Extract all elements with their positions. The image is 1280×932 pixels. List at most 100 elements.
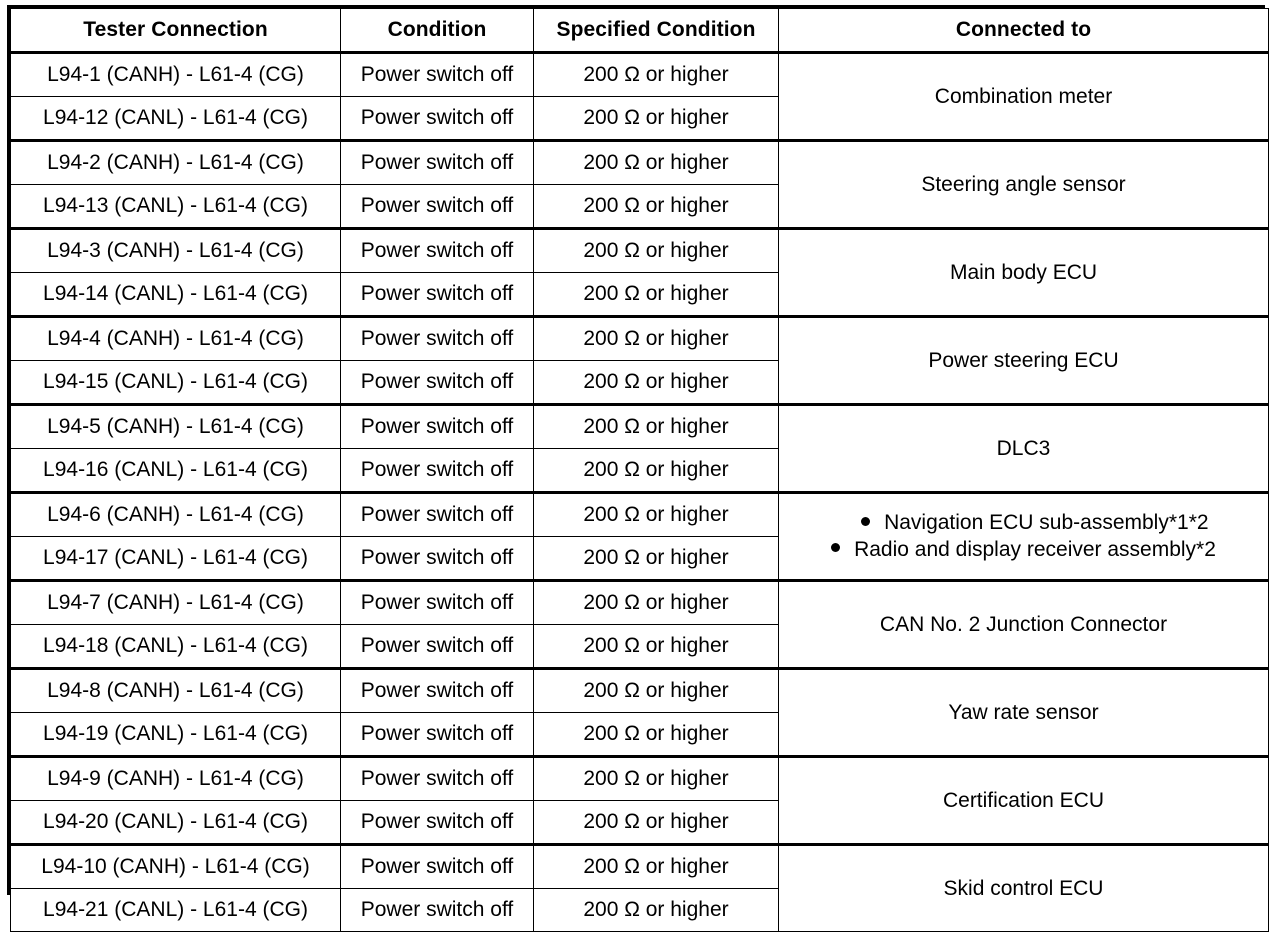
cell-specified-condition: 200 Ω or higher: [533, 536, 779, 581]
cell-tester-connection: L94-20 (CANL) - L61-4 (CG): [10, 800, 341, 845]
table-row: L94-7 (CANH) - L61-4 (CG)Power switch of…: [10, 579, 1269, 669]
list-item: Radio and display receiver assembly*2: [831, 537, 1216, 564]
table-row: L94-5 (CANH) - L61-4 (CG)Power switch of…: [10, 403, 1269, 493]
cell-tester-connection: L94-14 (CANL) - L61-4 (CG): [10, 272, 341, 317]
cell-tester-connection: L94-18 (CANL) - L61-4 (CG): [10, 624, 341, 669]
table-row: L94-18 (CANL) - L61-4 (CG)Power switch o…: [10, 624, 1269, 669]
table-row: L94-9 (CANH) - L61-4 (CG)Power switch of…: [10, 755, 1269, 845]
cell-specified-condition: 200 Ω or higher: [533, 667, 779, 713]
table-row: L94-4 (CANH) - L61-4 (CG)Power switch of…: [10, 315, 1269, 405]
cell-tester-connection: L94-17 (CANL) - L61-4 (CG): [10, 536, 341, 581]
cell-specified-condition: 200 Ω or higher: [533, 360, 779, 405]
cell-condition: Power switch off: [340, 96, 534, 141]
cell-tester-connection: L94-3 (CANH) - L61-4 (CG): [10, 227, 341, 273]
cell-connected-to: Combination meter: [778, 51, 1269, 141]
cell-specified-condition: 200 Ω or higher: [533, 51, 779, 97]
table-row: L94-6 (CANH) - L61-4 (CG)Power switch of…: [10, 491, 1269, 581]
cell-condition: Power switch off: [340, 491, 534, 537]
cell-tester-connection: L94-8 (CANH) - L61-4 (CG): [10, 667, 341, 713]
table-row: L94-12 (CANL) - L61-4 (CG)Power switch o…: [10, 96, 1269, 141]
table-row: L94-16 (CANL) - L61-4 (CG)Power switch o…: [10, 448, 1269, 493]
cell-tester-connection: L94-5 (CANH) - L61-4 (CG): [10, 403, 341, 449]
cell-specified-condition: 200 Ω or higher: [533, 800, 779, 845]
cell-specified-condition: 200 Ω or higher: [533, 624, 779, 669]
cell-condition: Power switch off: [340, 403, 534, 449]
cell-specified-condition: 200 Ω or higher: [533, 139, 779, 185]
list-item-label: Navigation ECU sub-assembly*1*2: [884, 510, 1209, 534]
cell-specified-condition: 200 Ω or higher: [533, 712, 779, 757]
table-row: L94-14 (CANL) - L61-4 (CG)Power switch o…: [10, 272, 1269, 317]
table-row: L94-20 (CANL) - L61-4 (CG)Power switch o…: [10, 800, 1269, 845]
table-row: L94-8 (CANH) - L61-4 (CG)Power switch of…: [10, 667, 1269, 757]
connected-to-label: Steering angle sensor: [921, 172, 1126, 196]
cell-specified-condition: 200 Ω or higher: [533, 96, 779, 141]
table-row: L94-15 (CANL) - L61-4 (CG)Power switch o…: [10, 360, 1269, 405]
cell-condition: Power switch off: [340, 667, 534, 713]
table-row: L94-1 (CANH) - L61-4 (CG)Power switch of…: [10, 51, 1269, 141]
cell-tester-connection: L94-7 (CANH) - L61-4 (CG): [10, 579, 341, 625]
cell-specified-condition: 200 Ω or higher: [533, 755, 779, 801]
cell-condition: Power switch off: [340, 227, 534, 273]
cell-condition: Power switch off: [340, 712, 534, 757]
cell-condition: Power switch off: [340, 755, 534, 801]
table-head: Tester Connection Condition Specified Co…: [10, 8, 1269, 54]
cell-specified-condition: 200 Ω or higher: [533, 315, 779, 361]
cell-specified-condition: 200 Ω or higher: [533, 448, 779, 493]
table-row: L94-3 (CANH) - L61-4 (CG)Power switch of…: [10, 227, 1269, 317]
spec-table-container: Tester Connection Condition Specified Co…: [7, 5, 1269, 932]
cell-specified-condition: 200 Ω or higher: [533, 888, 779, 932]
cell-specified-condition: 200 Ω or higher: [533, 184, 779, 229]
column-header-connected-to: Connected to: [778, 8, 1269, 54]
cell-tester-connection: L94-15 (CANL) - L61-4 (CG): [10, 360, 341, 405]
list-item-label: Radio and display receiver assembly*2: [854, 537, 1216, 561]
cell-condition: Power switch off: [340, 800, 534, 845]
table-row: L94-10 (CANH) - L61-4 (CG)Power switch o…: [10, 843, 1269, 932]
cell-specified-condition: 200 Ω or higher: [533, 843, 779, 889]
cell-connected-to: Yaw rate sensor: [778, 667, 1269, 757]
list-item: Navigation ECU sub-assembly*1*2: [831, 510, 1216, 537]
cell-condition: Power switch off: [340, 843, 534, 889]
cell-condition: Power switch off: [340, 624, 534, 669]
cell-condition: Power switch off: [340, 315, 534, 361]
connected-to-label: Combination meter: [934, 84, 1113, 108]
cell-condition: Power switch off: [340, 888, 534, 932]
cell-condition: Power switch off: [340, 272, 534, 317]
cell-tester-connection: L94-6 (CANH) - L61-4 (CG): [10, 491, 341, 537]
bullet-dot-icon: [861, 516, 871, 526]
cell-connected-to: Skid control ECU: [778, 843, 1269, 932]
cell-tester-connection: L94-16 (CANL) - L61-4 (CG): [10, 448, 341, 493]
connected-to-label: Certification ECU: [942, 788, 1105, 812]
cell-specified-condition: 200 Ω or higher: [533, 403, 779, 449]
cell-condition: Power switch off: [340, 360, 534, 405]
column-header-condition: Condition: [340, 8, 534, 54]
cell-tester-connection: L94-21 (CANL) - L61-4 (CG): [10, 888, 341, 932]
cell-tester-connection: L94-1 (CANH) - L61-4 (CG): [10, 51, 341, 97]
cell-condition: Power switch off: [340, 184, 534, 229]
can-resistance-inspection-table: Tester Connection Condition Specified Co…: [10, 8, 1269, 932]
cell-tester-connection: L94-4 (CANH) - L61-4 (CG): [10, 315, 341, 361]
cell-condition: Power switch off: [340, 448, 534, 493]
cell-connected-to: Power steering ECU: [778, 315, 1269, 405]
cell-specified-condition: 200 Ω or higher: [533, 272, 779, 317]
cell-specified-condition: 200 Ω or higher: [533, 579, 779, 625]
bullet-dot-icon: [831, 543, 841, 553]
cell-tester-connection: L94-10 (CANH) - L61-4 (CG): [10, 843, 341, 889]
table-header-row: Tester Connection Condition Specified Co…: [10, 8, 1269, 54]
cell-condition: Power switch off: [340, 51, 534, 97]
table-row: L94-2 (CANH) - L61-4 (CG)Power switch of…: [10, 139, 1269, 229]
cell-condition: Power switch off: [340, 139, 534, 185]
table-row: L94-19 (CANL) - L61-4 (CG)Power switch o…: [10, 712, 1269, 757]
cell-tester-connection: L94-12 (CANL) - L61-4 (CG): [10, 96, 341, 141]
connected-to-label: Yaw rate sensor: [948, 700, 1099, 724]
cell-condition: Power switch off: [340, 579, 534, 625]
cell-specified-condition: 200 Ω or higher: [533, 227, 779, 273]
cell-connected-to: CAN No. 2 Junction Connector: [778, 579, 1269, 669]
cell-condition: Power switch off: [340, 536, 534, 581]
connected-to-label: Main body ECU: [949, 260, 1098, 284]
cell-tester-connection: L94-13 (CANL) - L61-4 (CG): [10, 184, 341, 229]
connected-to-label: Skid control ECU: [943, 876, 1104, 900]
cell-connected-to: Main body ECU: [778, 227, 1269, 317]
cell-tester-connection: L94-19 (CANL) - L61-4 (CG): [10, 712, 341, 757]
